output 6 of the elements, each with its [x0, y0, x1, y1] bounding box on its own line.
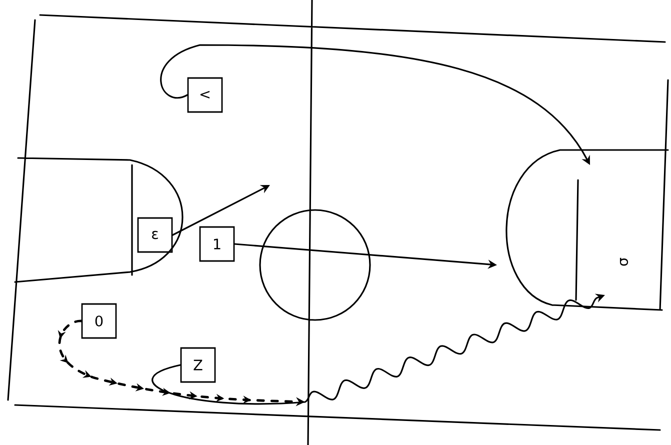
- position-label: σ: [620, 258, 628, 266]
- player-box: Z: [180, 347, 216, 383]
- player-box: <: [187, 77, 223, 113]
- player-box: 0: [81, 303, 117, 339]
- player-box: ε: [137, 217, 173, 253]
- player-box: 1: [199, 226, 235, 262]
